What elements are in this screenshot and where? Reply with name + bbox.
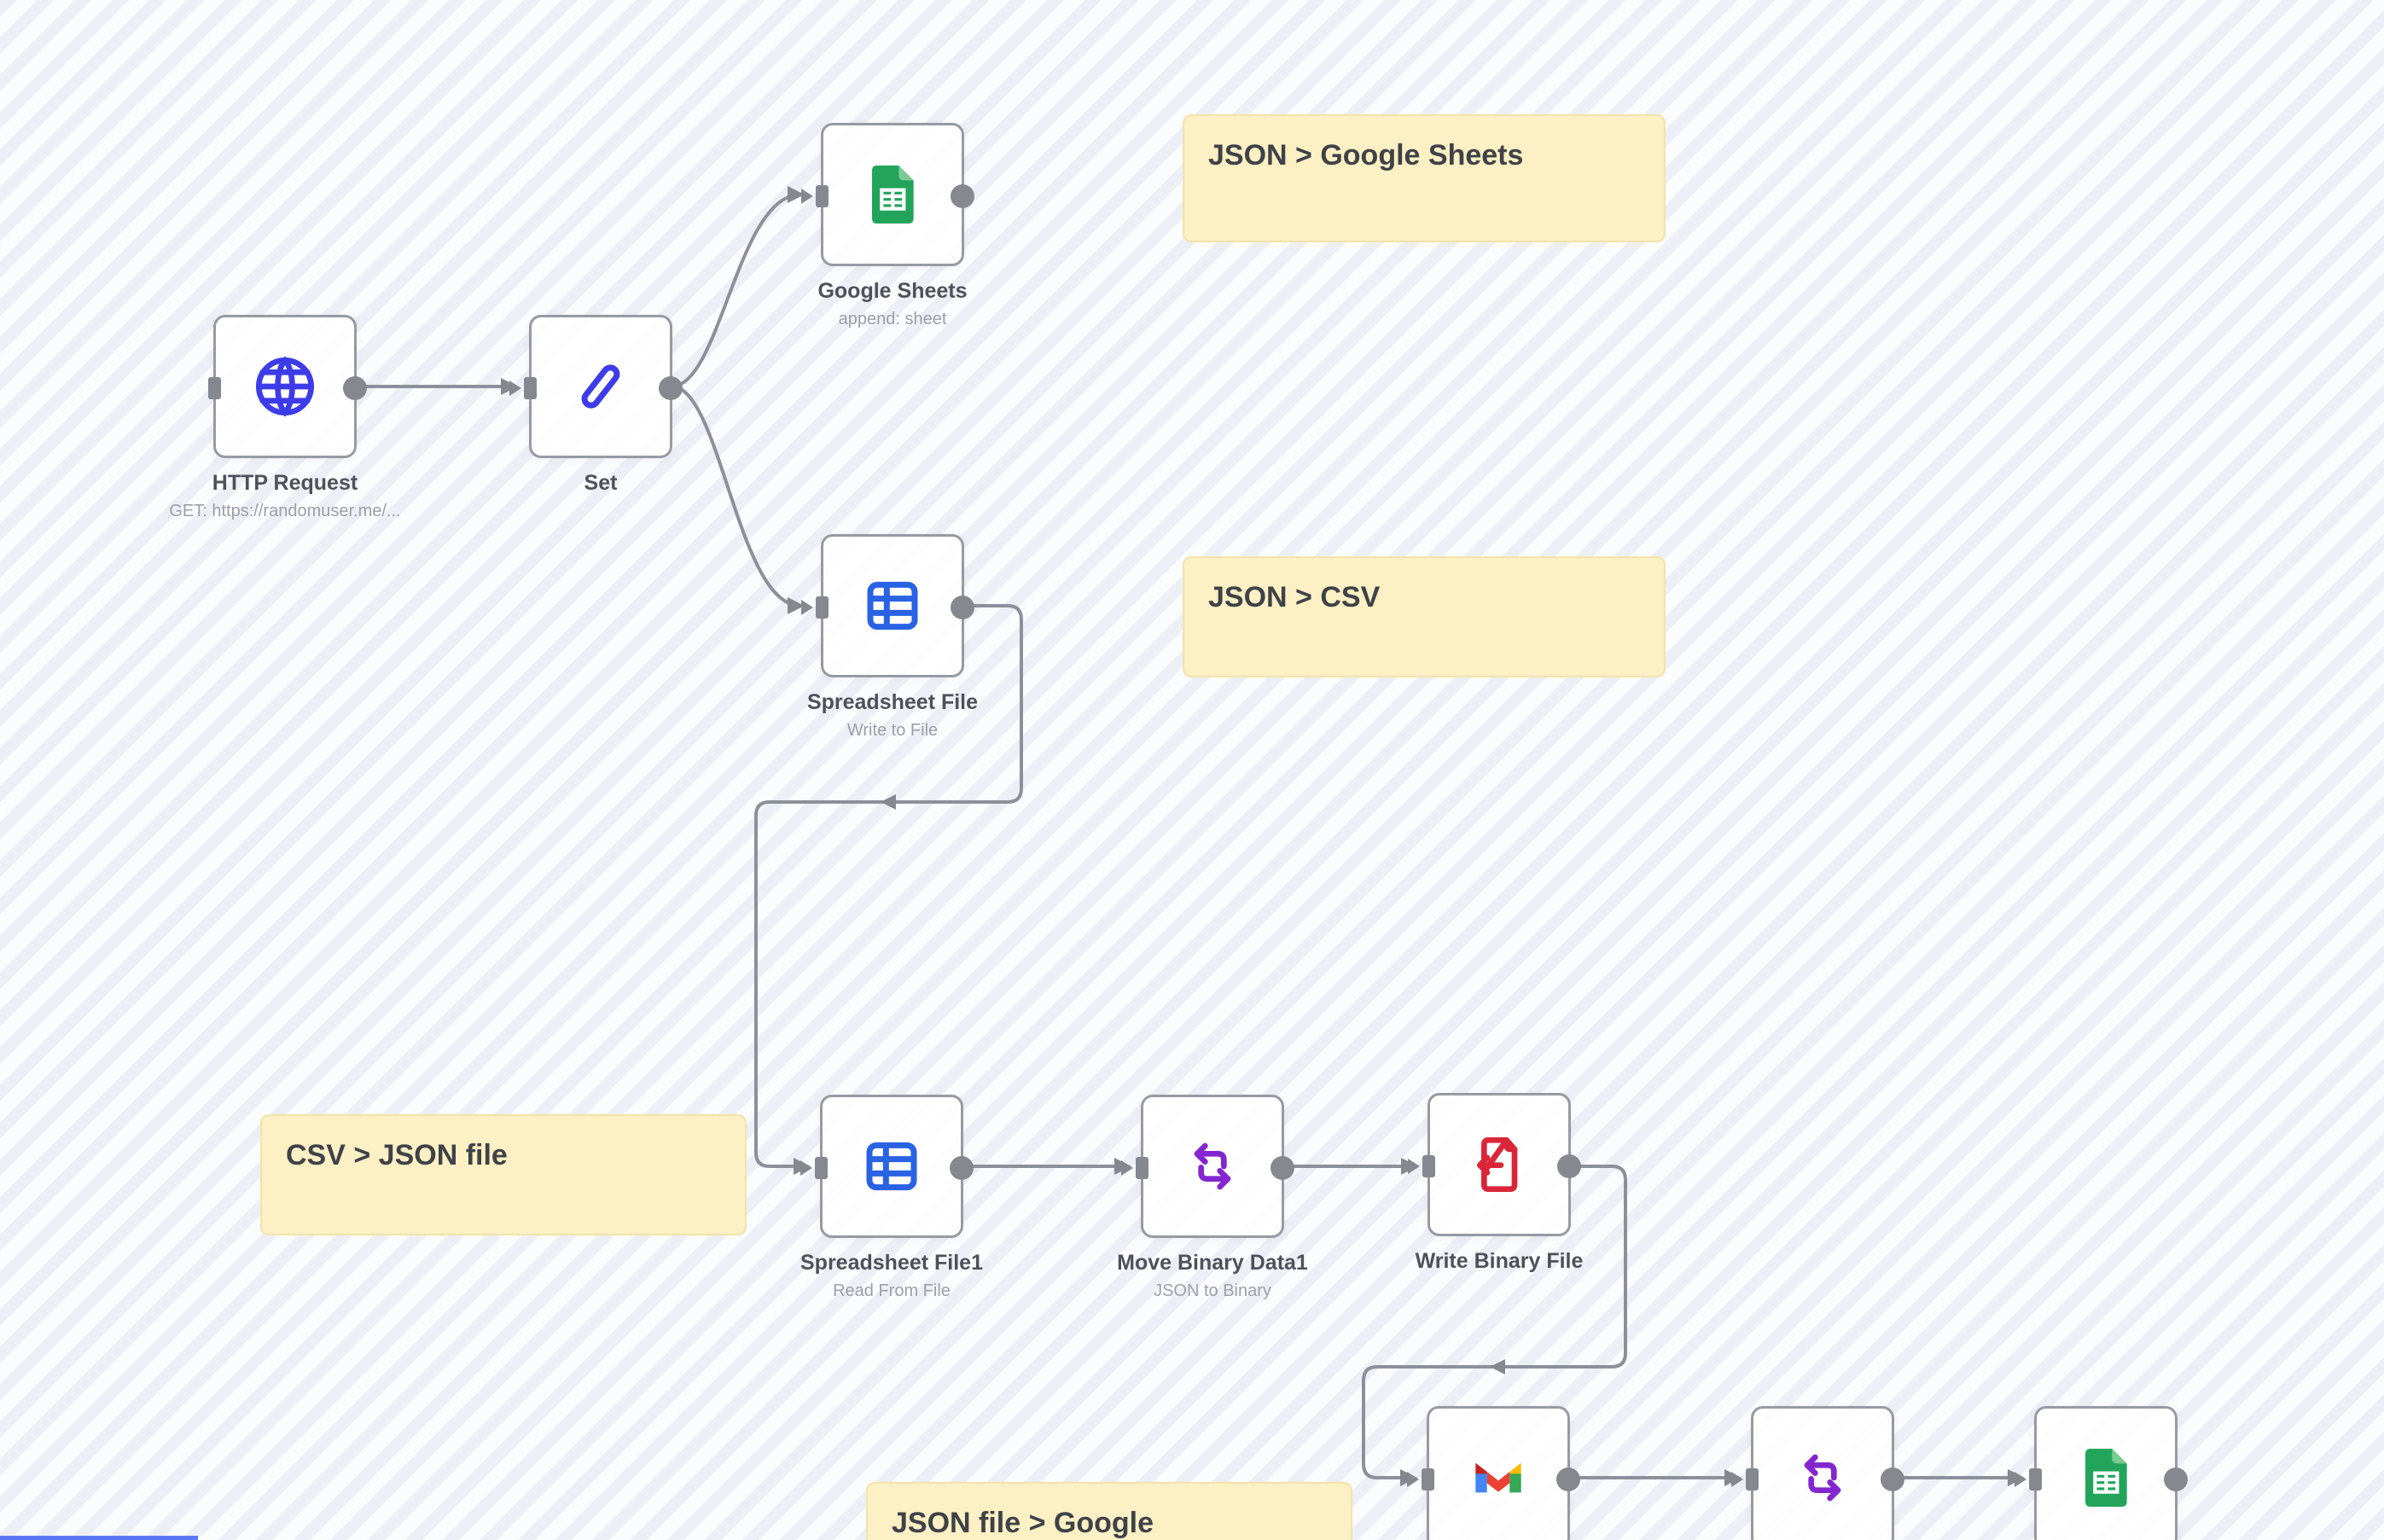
node-google-sheets1[interactable]	[2015, 1406, 2188, 1540]
sticky-note-title: JSON > CSV	[1208, 581, 1381, 613]
swap-arrows-icon	[1788, 1444, 1857, 1512]
input-arrow-icon	[800, 1160, 812, 1176]
input-port[interactable]	[1422, 1468, 1434, 1491]
input-port[interactable]	[524, 377, 537, 399]
input-arrow-icon	[1407, 1472, 1419, 1487]
sticky-note-title: JSON file > Google	[892, 1507, 1154, 1539]
sticky-note-csv-to-json-file[interactable]: CSV > JSON file	[260, 1114, 747, 1235]
output-port[interactable]	[951, 184, 974, 208]
input-arrow-icon	[801, 189, 813, 204]
output-port[interactable]	[1270, 1156, 1294, 1180]
input-arrow-icon	[2015, 1472, 2026, 1487]
input-arrow-icon	[1731, 1472, 1743, 1487]
input-port[interactable]	[815, 1157, 828, 1179]
output-port[interactable]	[951, 596, 974, 619]
connection-midpoint-arrow	[1490, 1359, 1505, 1374]
globe-icon	[251, 352, 319, 421]
spreadsheet-icon	[858, 1132, 926, 1200]
input-port[interactable]	[2029, 1468, 2042, 1491]
node-move-binary-data[interactable]	[1731, 1406, 1904, 1540]
sticky-note-title: CSV > JSON file	[286, 1139, 508, 1171]
input-port[interactable]	[816, 596, 829, 619]
gmail-icon	[1464, 1444, 1532, 1512]
node-spreadsheet-file1[interactable]: Spreadsheet File1 Read From File	[800, 1095, 983, 1300]
output-port[interactable]	[950, 1156, 974, 1180]
sticky-note-title: JSON > Google Sheets	[1208, 139, 1524, 171]
google-sheets-icon	[2072, 1444, 2140, 1512]
output-port[interactable]	[2164, 1467, 2188, 1491]
google-sheets-icon	[858, 160, 927, 229]
input-arrow-icon	[801, 600, 813, 615]
output-port[interactable]	[1881, 1467, 1904, 1491]
input-port[interactable]	[1422, 1155, 1435, 1177]
output-port[interactable]	[343, 376, 367, 400]
node-set[interactable]: Set	[509, 315, 683, 495]
input-port[interactable]	[1136, 1157, 1148, 1179]
connection-set-to-spreadsheet-file[interactable]	[672, 385, 805, 614]
node-spreadsheet-file[interactable]: Spreadsheet File Write to File	[801, 534, 978, 740]
input-arrow-icon	[509, 381, 521, 396]
output-port[interactable]	[1557, 1154, 1581, 1178]
input-port[interactable]	[816, 185, 829, 207]
input-port[interactable]	[1746, 1468, 1759, 1491]
output-port[interactable]	[659, 376, 683, 400]
input-arrow-icon	[1408, 1159, 1420, 1174]
pencil-icon	[567, 352, 635, 421]
spreadsheet-icon	[858, 572, 927, 640]
node-write-binary-file[interactable]: Write Binary File	[1408, 1093, 1583, 1273]
connection-midpoint-arrow	[881, 794, 896, 810]
input-arrow-icon	[1121, 1160, 1133, 1176]
node-http-request[interactable]: HTTP Request GET: https://randomuser.me/…	[169, 315, 401, 520]
node-move-binary-data1[interactable]: Move Binary Data1 JSON to Binary	[1117, 1095, 1308, 1300]
input-port[interactable]	[208, 377, 221, 399]
sticky-note-json-to-csv[interactable]: JSON > CSV	[1183, 556, 1666, 677]
sticky-note-json-to-google-sheets[interactable]: JSON > Google Sheets	[1183, 114, 1666, 242]
canvas-bottom-accent-strip	[0, 1536, 198, 1540]
output-port[interactable]	[1556, 1467, 1580, 1491]
connection-set-to-google-sheets[interactable]	[672, 186, 805, 388]
sticky-note-json-file-to-google[interactable]: JSON file > Google	[866, 1482, 1352, 1540]
swap-arrows-icon	[1178, 1132, 1247, 1200]
connection-spreadsheet-file-to-spreadsheet-file1[interactable]	[754, 604, 1023, 1175]
file-export-icon	[1465, 1130, 1533, 1199]
node-gmail[interactable]	[1407, 1406, 1580, 1540]
node-google-sheets[interactable]: Google Sheets append: sheet	[801, 123, 974, 328]
